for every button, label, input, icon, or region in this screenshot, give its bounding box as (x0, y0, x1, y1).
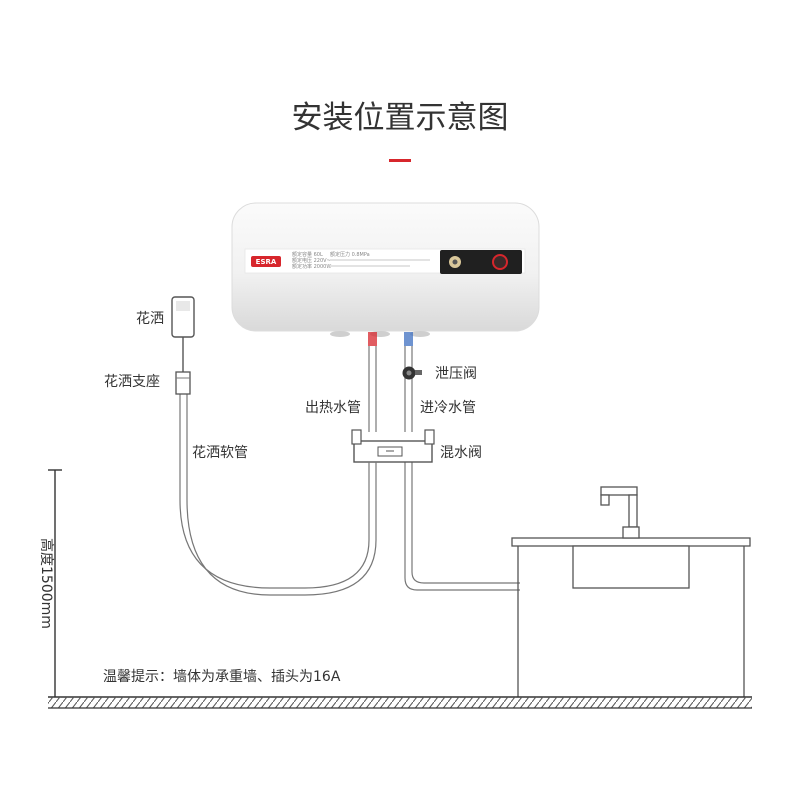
cold-inlet-stub (404, 332, 413, 346)
page-title: 安装位置示意图 (292, 100, 509, 136)
relief-valve-icon (402, 366, 422, 380)
label-shower-head: 花洒 (136, 311, 164, 327)
spec-text-block: 额定容量 60L 额定电压 220V~ 额定功率 2000W 额定压力 0.8M… (292, 251, 370, 270)
label-shower-hose: 花洒软管 (192, 445, 248, 461)
water-heater: ESRA 额定容量 60L 额定电压 220V~ 额定功率 2000W 额定压力… (231, 202, 540, 337)
shower-holder-icon (175, 371, 191, 395)
installation-note: 温馨提示：墙体为承重墙、插头为16A (103, 669, 341, 685)
brand-logo-text: ESRA (256, 258, 277, 266)
faucet-icon (600, 486, 640, 539)
height-dimension (48, 469, 62, 697)
shower-hose (179, 394, 377, 596)
label-shower-holder: 花洒支座 (104, 374, 160, 390)
spec-line: 额定电压 220V~ (292, 257, 331, 264)
hot-outlet-stub (368, 332, 377, 346)
spec-line: 额定容量 60L (292, 251, 323, 258)
label-relief-valve: 泄压阀 (435, 366, 477, 382)
spec-line: 额定压力 0.8MPa (330, 251, 370, 258)
mixing-valve-icon (351, 429, 435, 463)
title-accent-bar (389, 159, 411, 162)
floor (48, 696, 752, 709)
cold-water-pipe (404, 346, 520, 591)
height-label: 高度1500mm (38, 538, 55, 629)
power-knob-icon (492, 254, 508, 270)
label-hot-pipe: 出热水管 (305, 400, 361, 416)
label-cold-pipe: 进冷水管 (420, 400, 476, 416)
label-mixing-valve: 混水阀 (440, 445, 482, 461)
shower-head-icon (171, 296, 195, 372)
sink-icon (572, 545, 690, 589)
spec-line: 额定功率 2000W (292, 263, 331, 270)
brand-logo (251, 256, 281, 267)
hot-water-pipe (368, 346, 377, 432)
